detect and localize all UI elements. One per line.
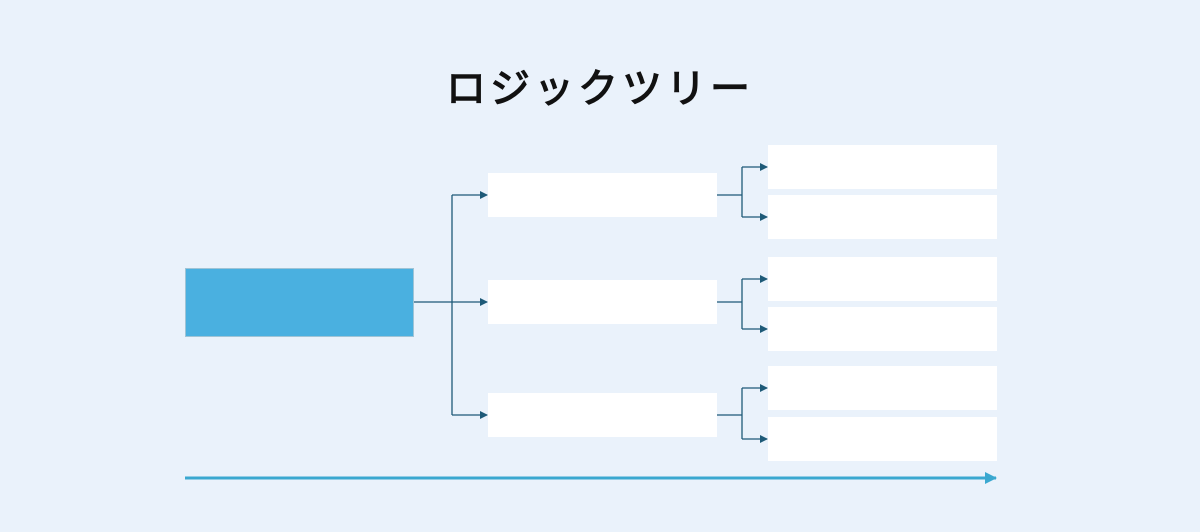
branch-node-3 [488,393,717,437]
root-node [185,268,414,337]
leaf-node-4 [768,307,997,351]
leaf-node-6 [768,417,997,461]
leaf-node-1 [768,145,997,189]
diagram-title: ロジックツリー [446,66,754,112]
branch-node-2 [488,280,717,324]
leaf-node-5 [768,366,997,410]
branch-node-1 [488,173,717,217]
leaf-node-3 [768,257,997,301]
leaf-node-2 [768,195,997,239]
